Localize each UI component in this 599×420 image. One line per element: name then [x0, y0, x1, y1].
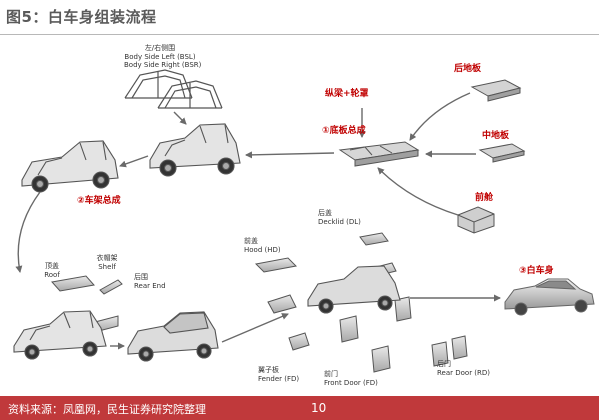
label-decklid-cn: 后盖: [318, 209, 332, 217]
roof-part: [51, 275, 95, 292]
closed-frame-bottom-mid: [127, 311, 219, 362]
label-roof-en: Roof: [44, 270, 60, 279]
front-cabin-part: [457, 206, 495, 234]
label-rear-door-cn: 后门: [437, 360, 451, 368]
label-rear-end: 后围 Rear End: [134, 273, 176, 290]
label-front-door: 前门 Front Door (FD): [324, 370, 382, 387]
label-rear-door-en: Rear Door (RD): [437, 368, 491, 377]
label-body-side: 左/右侧围 Body Side Left (BSL) Body Side Rig…: [124, 44, 202, 70]
label-underbody-assembly: ①底板总成: [322, 126, 366, 136]
middle-floor-part: [478, 143, 526, 163]
label-roof-cn: 顶盖: [45, 262, 59, 270]
label-decklid-en: Decklid (DL): [318, 217, 361, 226]
rear-door-part: [394, 296, 468, 367]
label-rear-door: 后门 Rear Door (RD): [437, 360, 495, 377]
label-body-side-cn: 左/右侧围: [144, 44, 176, 52]
flow-arrows: [15, 92, 501, 350]
label-rear-end-cn: 后围: [134, 273, 148, 281]
label-shelf: 衣帽架 Shelf: [90, 254, 124, 271]
label-front-door-en: Front Door (FD): [324, 378, 378, 387]
label-body-in-white: ③白车身: [519, 266, 554, 276]
label-hood-cn: 前盖: [244, 237, 258, 245]
label-shelf-en: Shelf: [98, 262, 116, 271]
hood-part: [254, 257, 298, 273]
footer-bar: 资料来源：凤凰网，民生证券研究院整理 10: [0, 396, 599, 420]
label-hood-en: Hood (HD): [244, 245, 281, 254]
label-body-side-left: Body Side Left (BSL): [124, 52, 196, 61]
label-fender: 翼子板 Fender (FD): [258, 366, 304, 383]
label-fender-cn: 翼子板: [258, 366, 279, 374]
front-door-part: [339, 315, 391, 373]
label-fender-en: Fender (FD): [258, 374, 300, 383]
label-longitudinal-wheelhouse: 纵梁+轮罩: [325, 89, 369, 99]
page-number: 10: [311, 401, 327, 415]
label-hood: 前盖 Hood (HD): [244, 237, 284, 254]
white-body-final: [504, 278, 595, 316]
label-roof: 顶盖 Roof: [38, 262, 66, 279]
label-rear-end-en: Rear End: [134, 281, 166, 290]
footer-source: 资料来源：凤凰网，民生证券研究院整理: [8, 403, 206, 416]
label-decklid: 后盖 Decklid (DL): [318, 209, 368, 226]
label-frame-assembly: ②车架总成: [77, 196, 121, 206]
rear-floor-part: [470, 79, 522, 102]
assembly-diagram: [13, 69, 595, 373]
fender-part: [267, 294, 310, 351]
label-front-door-cn: 前门: [324, 370, 338, 378]
page-title: 图5：白车身组装流程: [6, 8, 157, 26]
label-rear-floor: 后地板: [454, 64, 482, 74]
body-side-frames: [124, 69, 223, 109]
label-front-cabin: 前舱: [475, 193, 494, 203]
underbody-assembly: [338, 141, 420, 167]
title-divider: [0, 34, 599, 35]
car-frame-center: [149, 123, 241, 177]
shelf-part: [99, 279, 123, 295]
label-shelf-cn: 衣帽架: [96, 254, 118, 262]
body-with-closures-center: [307, 265, 401, 314]
label-body-side-right: Body Side Right (BSR): [124, 61, 202, 69]
label-middle-floor: 中地板: [482, 131, 510, 141]
car-frame-left: [21, 140, 119, 193]
frame-with-roof-bottom-left: [13, 310, 107, 360]
